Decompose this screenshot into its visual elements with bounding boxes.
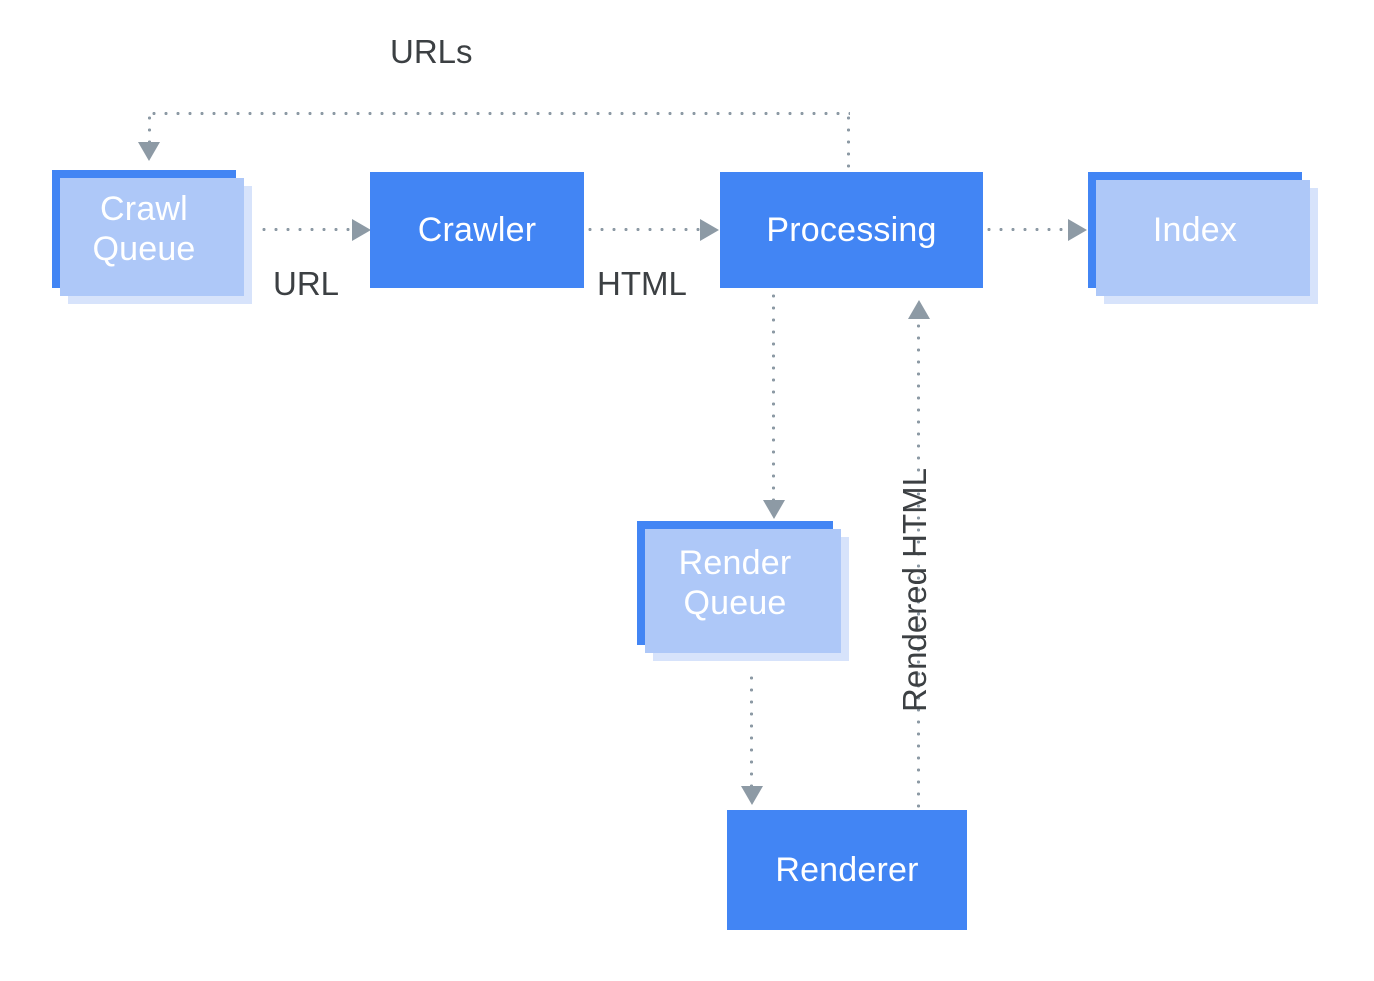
edge-crawlqueue-to-crawler-line xyxy=(258,228,358,231)
edge-processing-to-crawlqueue-arrowhead xyxy=(138,142,160,161)
node-processing-label: Processing xyxy=(766,210,937,249)
edge-renderer-to-processing-line xyxy=(917,320,920,812)
edge-label-url: URL xyxy=(273,265,340,302)
edge-processing-to-crawlqueue-span xyxy=(148,112,850,115)
edge-crawlqueue-to-crawler-arrowhead xyxy=(352,219,371,241)
edge-processing-to-crawlqueue-riser xyxy=(847,112,850,174)
node-renderer[interactable]: Renderer xyxy=(727,810,967,930)
node-render-queue-label: Render Queue xyxy=(678,543,792,622)
node-crawler-label: Crawler xyxy=(417,210,537,249)
edge-processing-to-index-line xyxy=(983,228,1071,231)
edge-renderer-to-processing-arrowhead xyxy=(908,300,930,319)
node-renderer-label: Renderer xyxy=(775,850,919,889)
node-index[interactable]: Index xyxy=(1088,172,1318,304)
node-crawler[interactable]: Crawler xyxy=(370,172,584,288)
node-crawl-queue[interactable]: Crawl Queue xyxy=(52,170,252,304)
edge-processing-to-renderqueue-line xyxy=(772,290,775,500)
node-crawl-queue-label: Crawl Queue xyxy=(92,189,196,268)
edge-renderqueue-to-renderer-line xyxy=(750,672,753,786)
edge-label-html: HTML xyxy=(597,265,687,302)
edge-processing-to-crawlqueue-drop xyxy=(148,112,151,142)
node-index-label: Index xyxy=(1152,210,1238,249)
edge-label-urls: URLs xyxy=(390,33,473,70)
edge-processing-to-renderqueue-arrowhead xyxy=(763,500,785,519)
edge-processing-to-index-arrowhead xyxy=(1068,219,1087,241)
edge-renderqueue-to-renderer-arrowhead xyxy=(741,786,763,805)
edge-crawler-to-processing-arrowhead xyxy=(700,219,719,241)
edge-label-rendered-html: Rendered HTML xyxy=(896,468,933,712)
edge-crawler-to-processing-line xyxy=(584,228,704,231)
node-render-queue[interactable]: Render Queue xyxy=(637,521,849,661)
node-processing[interactable]: Processing xyxy=(720,172,983,288)
